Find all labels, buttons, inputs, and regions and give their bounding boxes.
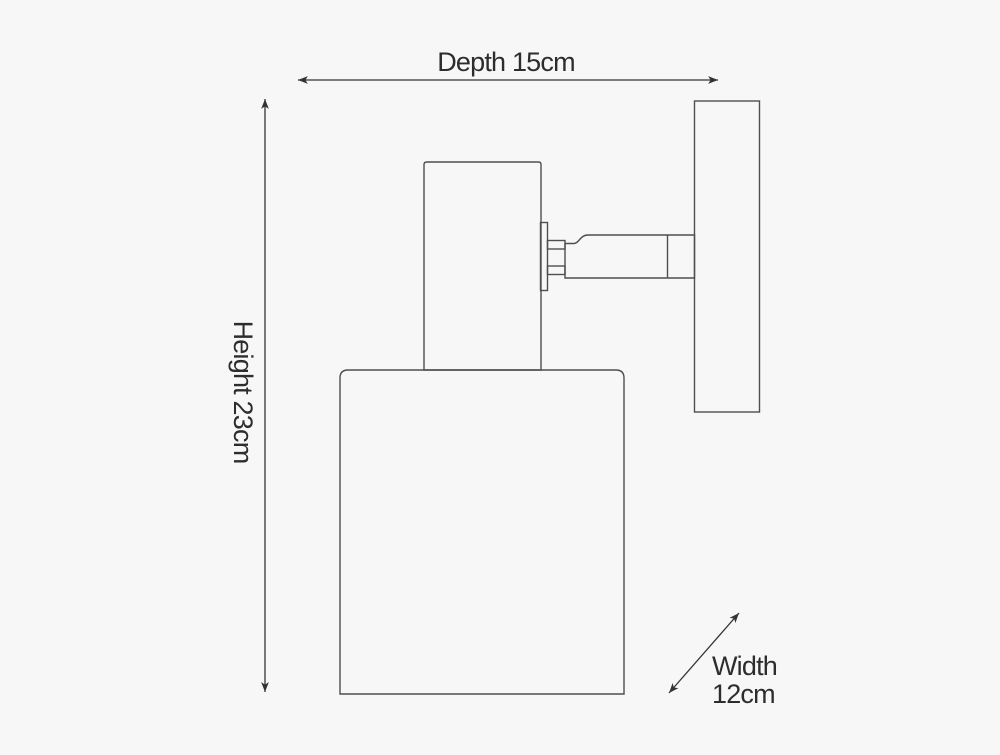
swivel-tab-upper	[546, 239, 566, 250]
width-arrow	[668, 612, 740, 694]
width-label-line2: 12cm	[712, 679, 775, 709]
width-label-line1: Width	[712, 651, 777, 681]
wall-plate	[693, 100, 761, 413]
width-dimension: Width 12cm	[668, 612, 778, 709]
mounting-arm	[564, 234, 696, 279]
depth-label: Depth 15cm	[437, 47, 575, 77]
lamp-shade	[339, 369, 625, 695]
swivel-tab-lower	[546, 265, 566, 276]
height-label: Height 23cm	[228, 321, 258, 464]
depth-dimension: Depth 15cm	[298, 47, 718, 84]
wall-light-drawing	[339, 100, 761, 695]
height-dimension: Height 23cm	[228, 99, 269, 692]
lamp-body	[423, 161, 542, 371]
